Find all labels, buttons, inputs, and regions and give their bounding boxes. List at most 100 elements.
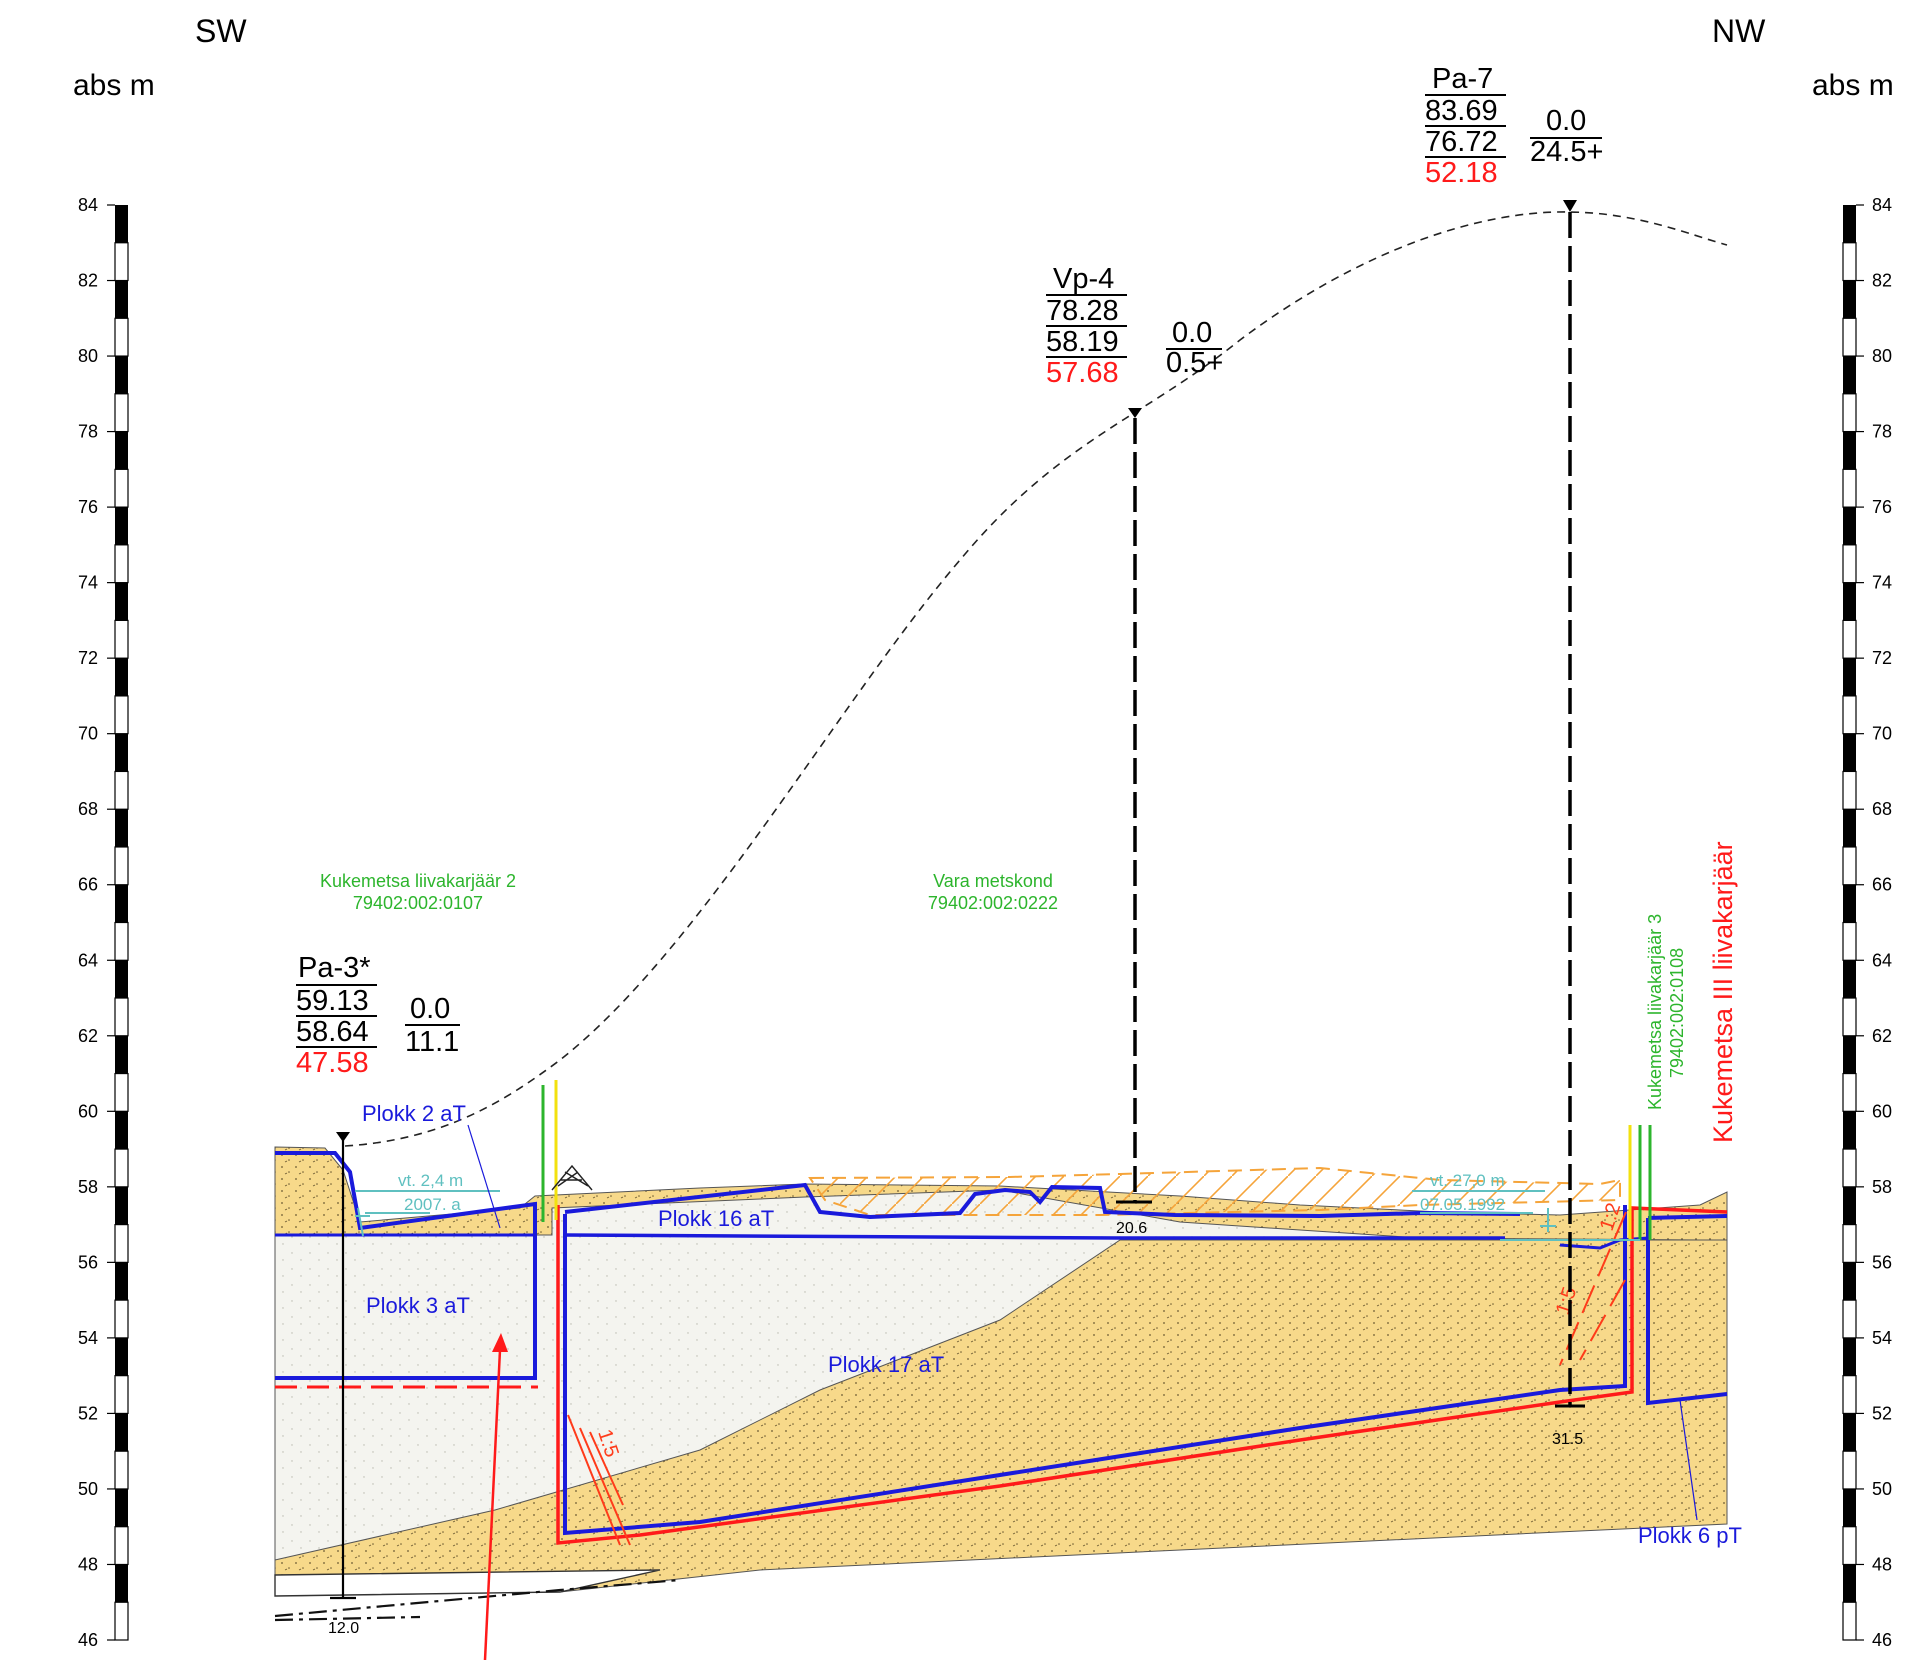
plokk17-label: Plokk 17 aT [828,1352,944,1377]
scale-segment-dark [1843,809,1856,847]
scale-segment-dark [115,1413,128,1452]
scale-tick-label: 74 [78,573,98,593]
interval-bottom: 11.1 [405,1026,459,1058]
scale-segment-dark [115,1035,128,1074]
scale-tick-label: 46 [78,1630,98,1650]
borehole-name: Vp-4 [1053,263,1114,295]
interval-top: 0.0 [410,993,450,1025]
scale-tick-label: 72 [1872,648,1892,668]
water-date-right: 07.05.1992 [1420,1195,1505,1214]
borehole-pa7-marker [1563,200,1577,212]
scale-segment-light [1842,544,1857,584]
scale-tick-label: 58 [1872,1177,1892,1197]
scale-segment-dark [1843,1488,1856,1527]
scale-segment-light [114,242,129,282]
ground-surface-line [344,211,1728,1147]
scale-tick-label: 66 [78,875,98,895]
scale-segment-dark [115,1186,128,1225]
scale-segment-dark [115,507,128,545]
scale-segment-dark [1843,507,1856,545]
borehole-name: Pa-7 [1432,63,1493,95]
scale-tick-label: 62 [1872,1026,1892,1046]
scale-segment-dark [115,1262,128,1301]
scale-tick-label: 80 [78,346,98,366]
scale-segment-light [114,770,129,810]
scale-segment-light [1842,619,1857,659]
scale-tick-label: 72 [78,648,98,668]
scale-tick-label: 48 [1872,1554,1892,1574]
scale-segment-light [1842,997,1857,1037]
scale-segment-dark [1843,1262,1856,1301]
property-name-2: Vara metskond [933,871,1053,891]
scale-segment-light [114,1450,129,1490]
label-underline [1425,94,1506,158]
borehole-bottom-elevation: 47.58 [296,1047,369,1079]
scale-segment-dark [1843,205,1856,243]
scale-segment-dark [115,658,128,696]
plokk3-label: Plokk 3 aT [366,1293,470,1318]
scale-tick-label: 74 [1872,573,1892,593]
plokk16-topline [564,1182,1521,1220]
borehole-second-elevation: 58.19 [1046,326,1119,358]
scale-tick-label: 50 [1872,1479,1892,1499]
borehole-depth: 31.5 [1552,1431,1583,1448]
scale-segment-light [114,1148,129,1188]
scale-segment-dark [115,356,128,394]
scale-segment-light [114,1224,129,1263]
scale-segment-dark [115,1111,128,1150]
scale-segment-dark [1843,582,1856,621]
scale-tick-label: 46 [1872,1630,1892,1650]
scale-segment-light [1842,1072,1857,1112]
water-depth-right: vt. 27,0 m [1430,1171,1505,1190]
borehole-bottom-elevation: 52.18 [1425,157,1498,189]
right-unit-label: abs m [1812,69,1894,102]
scale-segment-light [114,544,129,584]
scale-tick-label: 62 [78,1026,98,1046]
quarry-border [556,1205,1728,1545]
bedrock-dashline-lower [274,1615,421,1622]
borehole-bottom-elevation: 57.68 [1046,357,1119,389]
scale-segment-light [1842,695,1857,735]
scale-segment-dark [1843,884,1856,923]
label-underline [1046,294,1127,358]
scale-segment-dark [1843,280,1856,319]
scale-tick-label: 70 [78,724,98,744]
scale-segment-dark [115,884,128,923]
plokk16-border [564,1233,1505,1240]
scale-segment-light [1842,1148,1857,1188]
plokk6-label: Plokk 6 pT [1638,1523,1742,1548]
scale-segment-light [1842,1299,1857,1339]
scale-tick-label: 84 [1872,195,1892,215]
scale-segment-dark [1843,1186,1856,1225]
scale-tick-label: 78 [1872,422,1892,442]
scale-segment-light [114,1526,129,1566]
scale-segment-light [1842,242,1857,282]
borehole-label-pa7: Pa-7 83.69 76.72 52.18 0.0 24.5+ 31.5 [1425,63,1603,1448]
quarry-title-arrowhead [492,1333,508,1352]
scale-tick-label: 76 [1872,497,1892,517]
scale-segment-light [114,619,129,659]
property-name-3: Kukemetsa liivakarjäär 3 [1645,914,1665,1110]
scale-segment-dark [115,1488,128,1527]
property-code-1: 79402:002:0107 [353,893,483,913]
quarry-title-arrow [483,1349,502,1661]
scale-tick-label: 64 [78,950,98,970]
borehole-second-elevation: 58.64 [296,1016,369,1048]
scale-tick-label: 82 [78,271,98,291]
scale-segment-dark [115,431,128,470]
scale-tick-label: 50 [78,1479,98,1499]
left-direction: SW [195,13,247,49]
label-underline [296,984,377,1048]
scale-tick-label: 54 [1872,1328,1892,1348]
borehole-depth: 12.0 [328,1620,359,1637]
scale-segment-dark [1843,733,1856,772]
scale-segment-light [114,846,129,886]
scale-segment-light [114,1072,129,1112]
property-code-2: 79402:002:0222 [928,893,1058,913]
scale-segment-light [1842,1375,1857,1415]
scale-segment-dark [115,205,128,243]
scale-segment-light [1842,393,1857,433]
scale-segment-dark [115,1564,128,1603]
quarry-title: Kukemetsa III liivakarjäär [1708,841,1738,1143]
